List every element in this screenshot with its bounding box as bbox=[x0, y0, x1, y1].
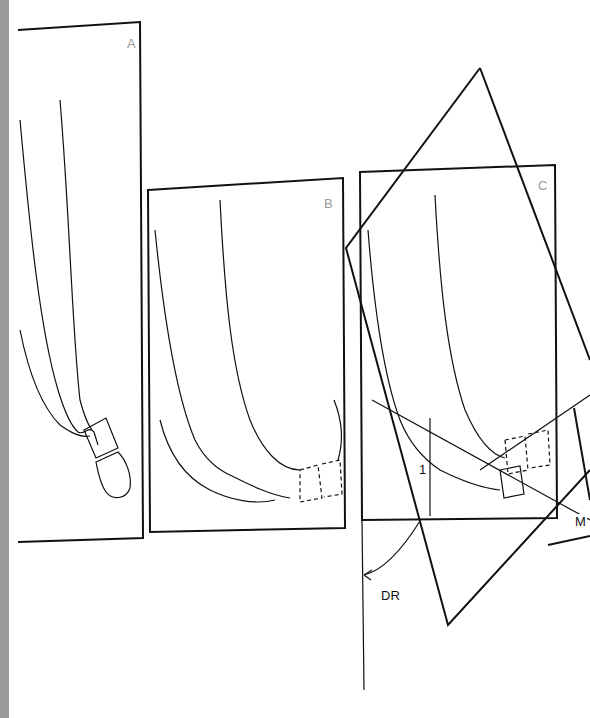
toe-bone bbox=[84, 418, 118, 458]
reference-line bbox=[480, 395, 590, 470]
toe-bone-dashed bbox=[300, 460, 342, 502]
measure-label: 1 bbox=[418, 462, 427, 477]
bone-outline bbox=[160, 420, 275, 502]
panel-letter: C bbox=[537, 178, 548, 193]
rotated-frame bbox=[548, 408, 590, 545]
arrowhead bbox=[364, 570, 372, 580]
angle-label: DR bbox=[380, 588, 401, 603]
leader-line bbox=[334, 400, 341, 460]
page-edge bbox=[0, 0, 9, 718]
rotated-frame bbox=[480, 68, 590, 360]
rotated-frame bbox=[346, 68, 590, 625]
bone-outline bbox=[20, 120, 98, 445]
bone-outline bbox=[368, 230, 500, 490]
toe-bone bbox=[96, 452, 130, 498]
bone-outline bbox=[20, 330, 90, 436]
vertical-axis bbox=[362, 520, 364, 690]
panel-letter: A bbox=[126, 36, 137, 51]
bone-outline bbox=[220, 200, 300, 470]
axis-label: M bbox=[574, 514, 587, 529]
bone-outline bbox=[435, 195, 505, 458]
panel-frame bbox=[360, 165, 557, 520]
panel-frame bbox=[148, 178, 345, 532]
panel-frame bbox=[18, 22, 143, 542]
angle-arc bbox=[364, 521, 420, 575]
bone-outline bbox=[60, 100, 92, 430]
panel-letter: B bbox=[323, 196, 334, 211]
